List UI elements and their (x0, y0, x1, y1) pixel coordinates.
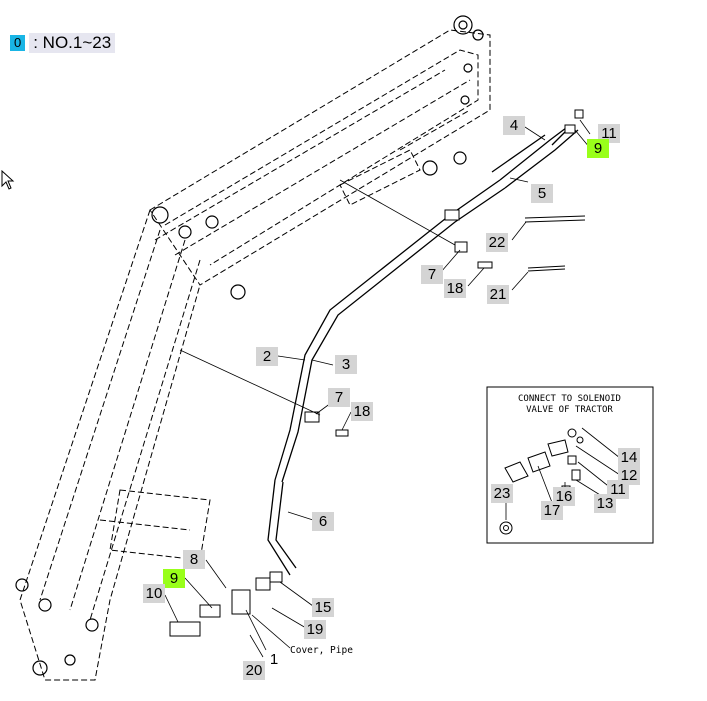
callout-8[interactable]: 8 (183, 550, 205, 569)
callout-7-lower[interactable]: 7 (328, 388, 350, 407)
callout-6[interactable]: 6 (312, 512, 334, 531)
group-badge[interactable]: 0 (10, 35, 26, 51)
callout-5[interactable]: 5 (531, 184, 553, 203)
callout-19[interactable]: 19 (304, 620, 326, 639)
callout-18[interactable]: 18 (444, 279, 466, 298)
callout-4[interactable]: 4 (503, 116, 525, 135)
callout-22[interactable]: 22 (486, 233, 508, 252)
callout-1[interactable]: 1 (269, 651, 279, 668)
inset-caption-line-1: CONNECT TO SOLENOID (518, 394, 621, 404)
cover-pipe-note: Cover, Pipe (290, 645, 353, 656)
inset-callout-17[interactable]: 17 (541, 501, 563, 520)
mouse-cursor-icon (1, 170, 15, 190)
inset-caption-line-2: VALVE OF TRACTOR (526, 405, 613, 415)
callout-20[interactable]: 20 (243, 661, 265, 680)
callout-10[interactable]: 10 (143, 584, 165, 603)
callout-3[interactable]: 3 (335, 355, 357, 374)
callout-7[interactable]: 7 (421, 265, 443, 284)
callout-18-lower[interactable]: 18 (351, 402, 373, 421)
inset-caption: CONNECT TO SOLENOID VALVE OF TRACTOR (492, 394, 647, 416)
callout-9-lower-highlighted[interactable]: 9 (163, 569, 185, 588)
callout-15[interactable]: 15 (312, 598, 334, 617)
callout-21[interactable]: 21 (487, 285, 509, 304)
inset-callout-23[interactable]: 23 (491, 484, 513, 503)
part-range-legend: 0 : NO.1~23 (10, 33, 116, 53)
part-range-label: : NO.1~23 (29, 33, 116, 53)
callout-9-highlighted[interactable]: 9 (587, 139, 609, 158)
callout-11[interactable]: 11 (598, 124, 620, 143)
callout-2[interactable]: 2 (256, 347, 278, 366)
inset-callout-14[interactable]: 14 (618, 448, 640, 467)
inset-callout-13[interactable]: 13 (594, 494, 616, 513)
